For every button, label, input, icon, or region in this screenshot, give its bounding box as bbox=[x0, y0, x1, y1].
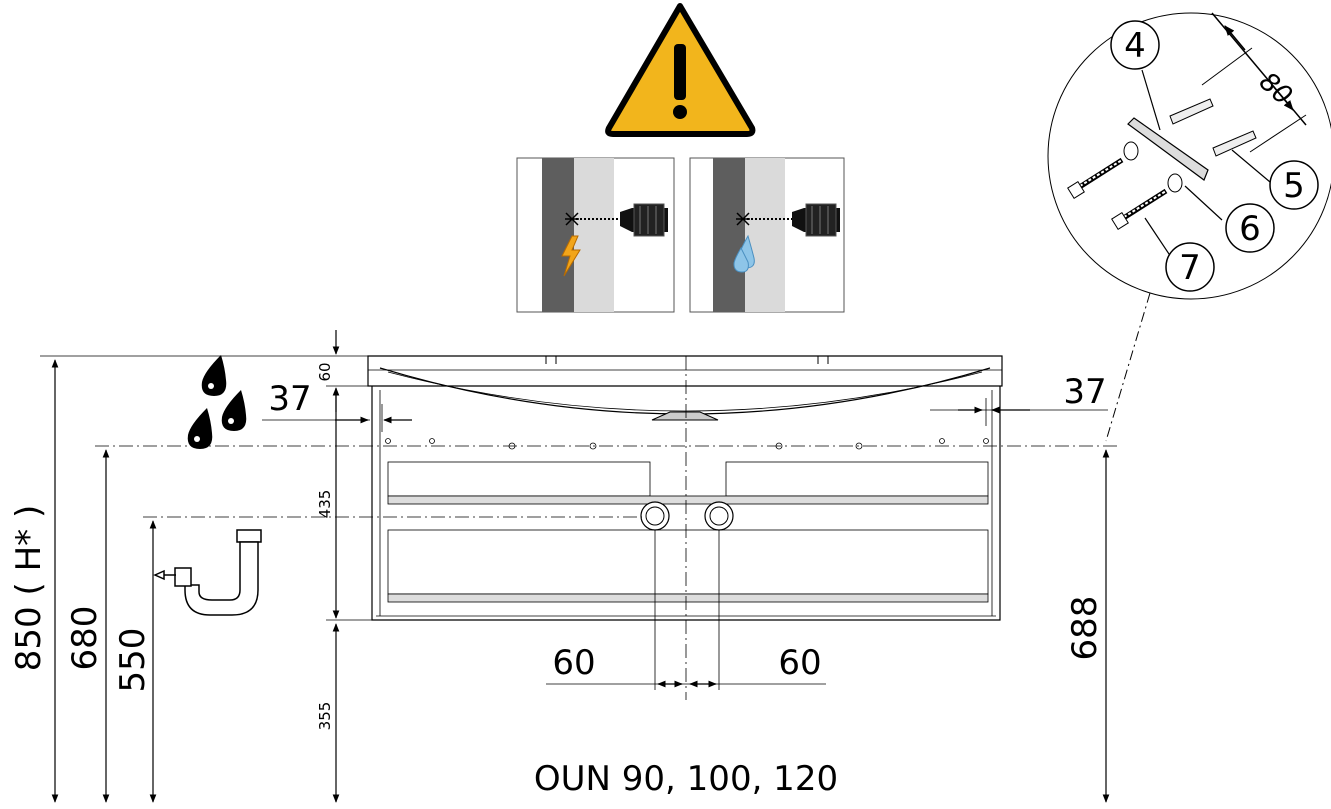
dim-688-label: 688 bbox=[1065, 596, 1105, 661]
water-drops-icon bbox=[187, 355, 247, 449]
dim-60-left-label: 60 bbox=[552, 643, 595, 683]
dim-435-label: 435 bbox=[316, 490, 334, 519]
dim-680-label: 680 bbox=[65, 606, 105, 671]
reference-lines bbox=[40, 355, 1120, 700]
dim-60-top-label: 60 bbox=[316, 362, 334, 381]
page-title: OUN 90, 100, 120 bbox=[534, 759, 838, 799]
vanity-unit bbox=[367, 355, 1003, 621]
badge-5: 5 bbox=[1283, 166, 1305, 206]
badge-7: 7 bbox=[1179, 248, 1201, 288]
dim-850-label: 850 ( H* ) bbox=[9, 505, 49, 671]
dim-60-right-label: 60 bbox=[778, 643, 821, 683]
siphon-icon bbox=[153, 529, 262, 616]
badge-6: 6 bbox=[1239, 209, 1261, 249]
water-pipe-icon bbox=[689, 157, 845, 313]
warning-icon bbox=[605, 3, 756, 137]
dim-37-right-label: 37 bbox=[1063, 372, 1106, 412]
dimension-lines bbox=[51, 330, 1110, 803]
dim-355-label: 355 bbox=[316, 702, 334, 731]
mounting-detail: 4 5 6 7 80 bbox=[1047, 12, 1331, 442]
badge-4: 4 bbox=[1124, 26, 1146, 66]
electric-cable-icon bbox=[516, 157, 675, 313]
dim-550-label: 550 bbox=[113, 628, 153, 693]
dim-37-left-label: 37 bbox=[268, 379, 311, 419]
